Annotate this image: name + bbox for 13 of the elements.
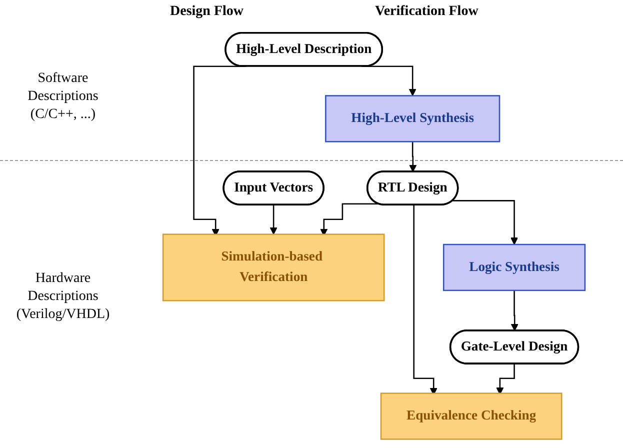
node-box: Logic Synthesis xyxy=(442,244,586,292)
column-heading: Design Flow xyxy=(170,4,244,20)
arrow xyxy=(452,200,518,245)
section-label: Software Descriptions (C/C++, ...) xyxy=(26,70,100,124)
column-heading: Verification Flow xyxy=(375,4,478,20)
node-box: High-Level Synthesis xyxy=(325,95,500,142)
node-box: Simulation-based Verification xyxy=(162,234,385,302)
arrow xyxy=(510,290,518,332)
node-box: Equivalence Checking xyxy=(380,392,562,440)
arrow xyxy=(496,363,516,395)
arrow xyxy=(270,204,278,235)
section-label: Hardware Descriptions (Verilog/VHDL) xyxy=(15,270,111,324)
arrow xyxy=(409,141,417,172)
